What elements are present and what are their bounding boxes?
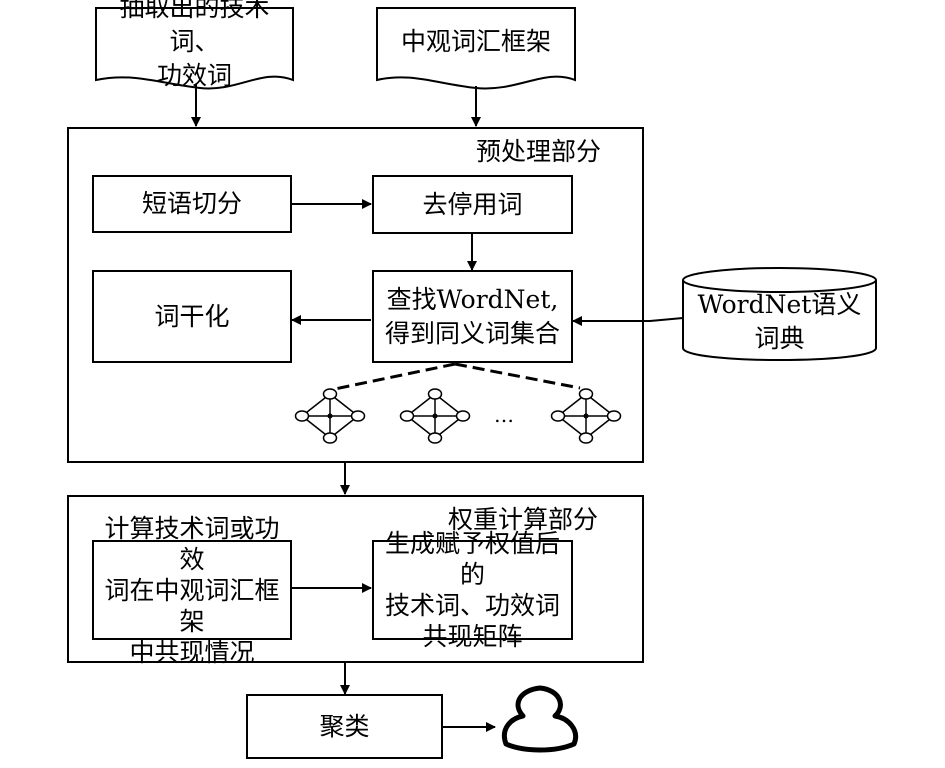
dashed-link-left	[329, 362, 456, 392]
graph-node	[350, 410, 366, 422]
graph-node	[399, 410, 415, 422]
input-framework-document: 中观词汇框架	[400, 27, 551, 56]
graph-node	[578, 388, 594, 400]
graph-center-dot	[327, 413, 333, 419]
graph-center-dot	[583, 413, 589, 419]
weight-section	[67, 495, 644, 663]
graph-center-dot	[432, 413, 438, 419]
clustering-box: 聚类	[246, 694, 443, 759]
database-cylinder-top	[682, 267, 877, 293]
input-terms-document: 抽取出的技术词、功效词	[119, 0, 270, 90]
document-shape-terms	[95, 7, 294, 90]
stopword-removal-box: 去停用词	[372, 175, 573, 234]
synonym-graphs	[294, 388, 622, 444]
wordnet-lookup-box: 查找WordNet,得到同义词集合	[372, 270, 573, 363]
database-cylinder	[682, 280, 877, 361]
graph-node	[455, 410, 471, 422]
preprocess-section-title: 预处理部分	[476, 137, 602, 166]
graph-node	[578, 432, 594, 444]
stemming-box: 词干化	[92, 270, 292, 363]
graph-node	[550, 410, 566, 422]
graph-node	[606, 410, 622, 422]
graph-node	[322, 432, 338, 444]
graph-node	[427, 432, 443, 444]
ellipsis-label: …	[494, 403, 514, 427]
result-cloud-shape	[502, 685, 578, 753]
weight-section-title: 权重计算部分	[448, 505, 599, 534]
graph-node	[294, 410, 310, 422]
graph-node	[427, 388, 443, 400]
graph-node	[322, 388, 338, 400]
cooccurrence-box: 计算技术词或功效词在中观词汇框架中共现情况	[92, 514, 292, 667]
phrase-segmentation-box: 短语切分	[92, 175, 292, 233]
weighted-matrix-box: 生成赋予权值后的技术词、功效词共现矩阵	[372, 529, 573, 651]
dashed-link-right	[454, 362, 581, 390]
arrow-dictionary-to-lookup	[572, 316, 684, 326]
preprocess-section	[67, 127, 644, 463]
wordnet-dictionary-db: WordNet语义词典	[697, 290, 862, 353]
